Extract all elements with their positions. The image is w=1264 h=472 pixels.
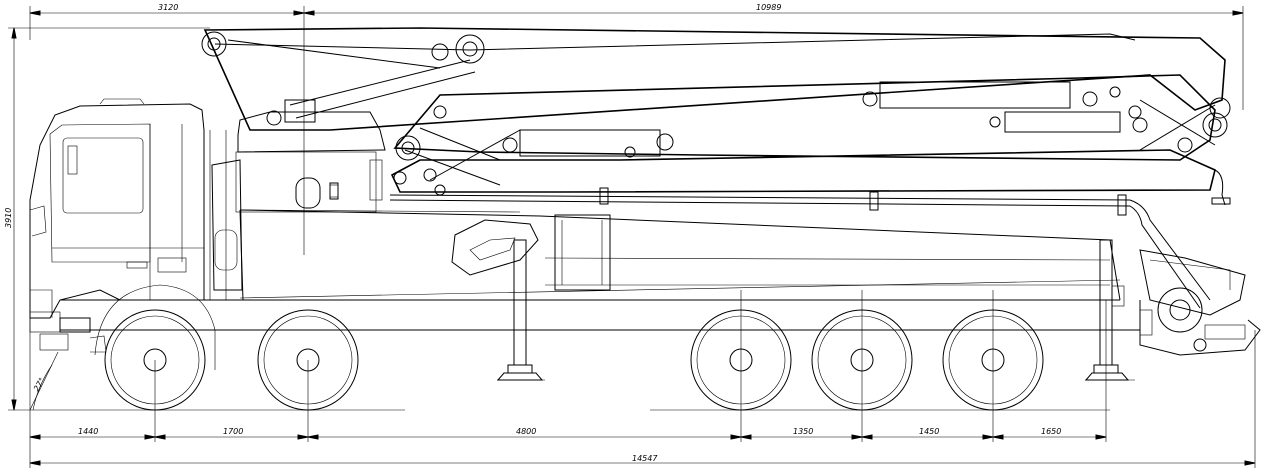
delivery-pipe bbox=[329, 169, 1231, 309]
dimension-lines bbox=[8, 6, 1256, 468]
wheel-front-1 bbox=[94, 284, 216, 411]
dim-angle: 27° bbox=[32, 376, 47, 393]
ground-lines bbox=[497, 379, 1135, 411]
outriggers bbox=[451, 214, 1130, 381]
dim-top-boom: 10989 bbox=[756, 3, 781, 12]
dim-seg-6: 1650 bbox=[1041, 427, 1061, 436]
dim-seg-3: 4800 bbox=[516, 427, 536, 436]
dim-total-length: 14547 bbox=[632, 454, 658, 463]
rear-hopper bbox=[1139, 249, 1261, 356]
dim-top-front: 3120 bbox=[158, 3, 178, 12]
dim-seg-5: 1450 bbox=[919, 427, 939, 436]
wheel-front-2 bbox=[257, 309, 359, 411]
turret bbox=[211, 111, 386, 291]
wheel-rear-3 bbox=[942, 309, 1044, 411]
chassis-frame bbox=[60, 130, 1140, 331]
dim-seg-4: 1350 bbox=[793, 427, 813, 436]
dim-seg-2: 1700 bbox=[223, 427, 243, 436]
truck-cab bbox=[29, 98, 205, 353]
wheel-rear-1 bbox=[690, 309, 792, 411]
dim-height: 3910 bbox=[4, 208, 13, 228]
wheel-rear-2 bbox=[811, 309, 913, 411]
dim-seg-1: 1440 bbox=[78, 427, 98, 436]
